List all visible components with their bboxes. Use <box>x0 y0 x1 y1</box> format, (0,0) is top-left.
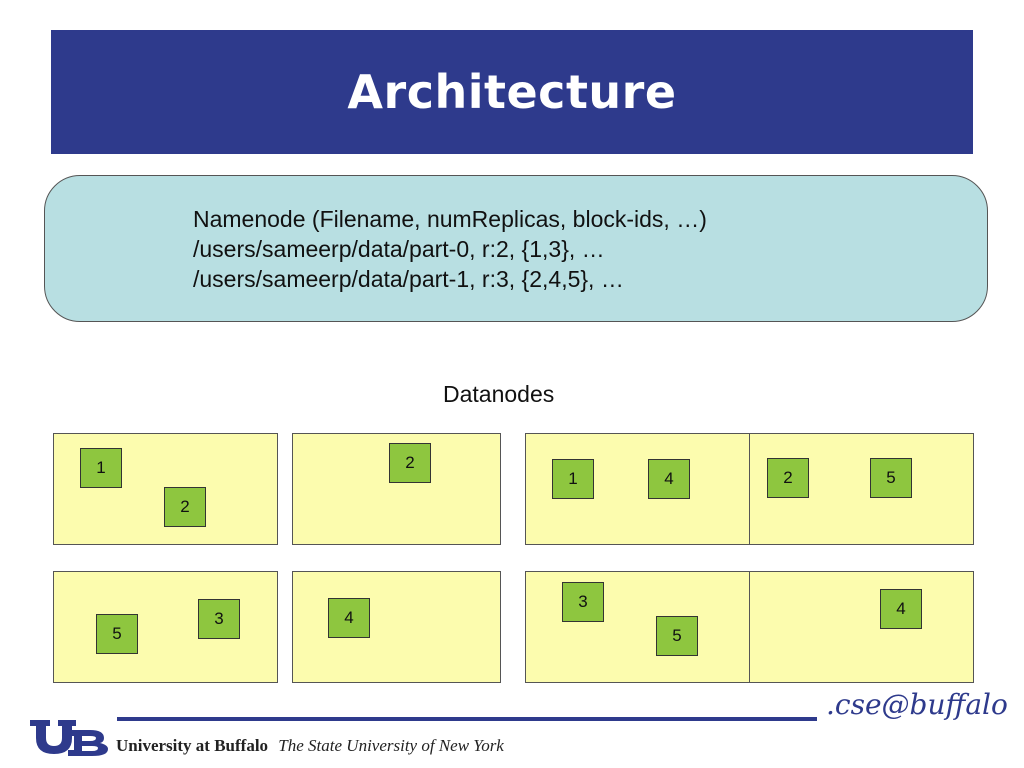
namenode-box <box>44 175 988 322</box>
block: 2 <box>767 458 809 498</box>
footer-state: The State University of New York <box>278 736 504 755</box>
footer-text: University at Buffalo The State Universi… <box>116 736 504 756</box>
block: 4 <box>328 598 370 638</box>
block: 5 <box>870 458 912 498</box>
ub-logo <box>30 720 108 756</box>
block: 3 <box>198 599 240 639</box>
block: 1 <box>80 448 122 488</box>
block: 5 <box>96 614 138 654</box>
datanode-box: 2 <box>292 433 501 545</box>
block: 5 <box>656 616 698 656</box>
block: 2 <box>164 487 206 527</box>
footer-rule <box>117 717 817 721</box>
namenode-entry-line: /users/sameerp/data/part-1, r:3, {2,4,5}… <box>193 266 624 292</box>
block: 3 <box>562 582 604 622</box>
footer-university: University at Buffalo <box>116 736 269 755</box>
block: 2 <box>389 443 431 483</box>
datanode-box: 5 3 <box>53 571 278 683</box>
datanode-box: 4 <box>749 571 974 683</box>
namenode-header-line: Namenode (Filename, numReplicas, block-i… <box>193 206 707 232</box>
datanodes-label: Datanodes <box>443 381 555 407</box>
block: 4 <box>880 589 922 629</box>
namenode-entry-line: /users/sameerp/data/part-0, r:2, {1,3}, … <box>193 236 605 262</box>
datanode-box: 4 <box>292 571 501 683</box>
block: 4 <box>648 459 690 499</box>
title-bar: Architecture <box>51 30 973 154</box>
datanode-box: 2 5 <box>749 433 974 545</box>
cse-logo: .cse@buffalo <box>826 688 1008 721</box>
datanode-box: 1 2 <box>53 433 278 545</box>
namenode-text: Namenode (Filename, numReplicas, block-i… <box>193 204 707 294</box>
block: 1 <box>552 459 594 499</box>
slide-title: Architecture <box>347 65 677 119</box>
datanode-box: 1 4 <box>525 433 750 545</box>
datanode-box: 3 5 <box>525 571 750 683</box>
